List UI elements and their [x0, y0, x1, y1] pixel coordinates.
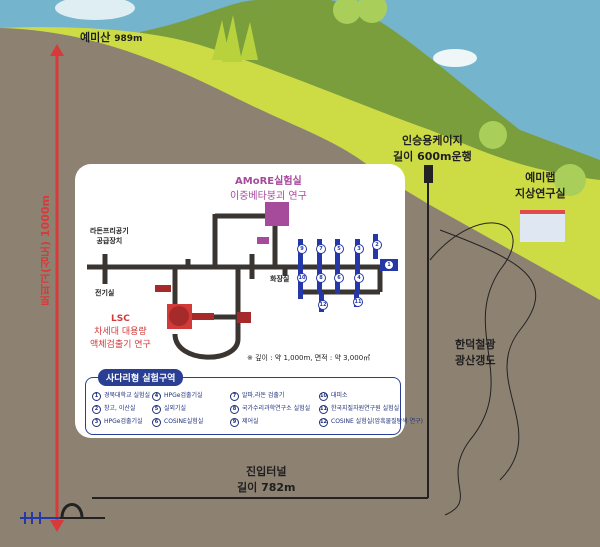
tunnel-line1: 진입터널: [246, 465, 287, 478]
legend-label: HPGe검출기실: [104, 418, 143, 425]
legend-label: COSINE 실험실(암흑물질탐색 연구): [331, 418, 423, 425]
legend-number: 9: [230, 418, 239, 427]
room-11: 11: [353, 297, 363, 307]
room-12: 12: [318, 300, 328, 310]
cage-line2: 길이 600m운행: [393, 150, 472, 163]
legend-number: 2: [92, 405, 101, 414]
legend-label: 경북대학교 실험실: [104, 392, 151, 399]
legend-number: 10: [319, 392, 328, 401]
amore-lab: [265, 202, 289, 226]
mine-tunnels: [429, 222, 537, 516]
legend-label: 알파,라돈 검출기: [242, 392, 285, 399]
legend-number: 5: [152, 405, 161, 414]
room-3: 3: [354, 244, 364, 254]
legend-label: 실외기실: [164, 405, 187, 412]
amore-subtitle: 이중베타붕괴 연구: [230, 191, 307, 202]
legend-number: 1: [92, 392, 101, 401]
amore-title: AMoRE실험실: [235, 176, 302, 187]
legend-number: 3: [92, 418, 101, 427]
legend-title: 사다리형 실험구역: [98, 369, 184, 386]
cage-line1: 인승용케이지: [402, 134, 463, 147]
mountain-name: 예미산: [80, 31, 111, 44]
room-9: 9: [297, 244, 307, 254]
legend-label: 대피소: [331, 392, 348, 399]
cage-top: [424, 165, 433, 183]
legend-number: 7: [230, 392, 239, 401]
legend-label: COSINE실험실: [164, 418, 204, 425]
legend-label: 한국지질자원연구원 실험실: [331, 405, 400, 412]
room-1: 1: [384, 260, 394, 270]
depth-area-note: ※ 깊이 : 약 1,000m, 면적 : 약 3,000㎡: [247, 354, 371, 362]
ladder-lab-area: [298, 234, 398, 312]
legend-number: 8: [230, 405, 239, 414]
surface-lab-line1: 예미랩: [525, 171, 556, 184]
lsc-line2: 액체검출기 연구: [90, 340, 151, 350]
room-2: 2: [372, 240, 382, 250]
room-7: 7: [316, 244, 326, 254]
room-4: 4: [354, 273, 364, 283]
depth-label: 토피고(심도) 1000m: [39, 195, 52, 306]
surface-lab-building: [520, 212, 565, 242]
lsc-title: LSC: [111, 314, 130, 324]
surface-lab-line2: 지상연구실: [515, 187, 566, 200]
tunnel-line2: 길이 782m: [237, 481, 296, 494]
room-10: 10: [297, 273, 307, 283]
legend-number: 4: [152, 392, 161, 401]
radon-line1: 라돈프리공기: [90, 227, 129, 235]
room-6: 6: [334, 273, 344, 283]
legend-label: 국가수리과학연구소 실험실: [242, 405, 311, 412]
entrance-minimap: [20, 512, 60, 524]
room-5: 5: [334, 244, 344, 254]
legend-number: 12: [319, 418, 328, 427]
toilet-label: 화장실: [270, 275, 290, 283]
mine-line1: 한덕철광: [455, 338, 496, 351]
mine-line2: 광산갱도: [455, 354, 496, 367]
radon-line2: 공급장치: [96, 237, 123, 245]
room-8: 8: [316, 273, 326, 283]
mountain-height: 989m: [114, 34, 143, 44]
legend-label: HPGe검출기실: [164, 392, 203, 399]
legend-number: 11: [319, 405, 328, 414]
lsc-line1: 차세대 대용량: [94, 327, 147, 337]
legend-label: 창고, 이산실: [104, 405, 136, 412]
legend-number: 6: [152, 418, 161, 427]
power-room-label: 전기실: [95, 289, 115, 297]
mountain-label: 예미산 989m: [80, 29, 142, 45]
legend-label: 제어실: [242, 418, 259, 425]
